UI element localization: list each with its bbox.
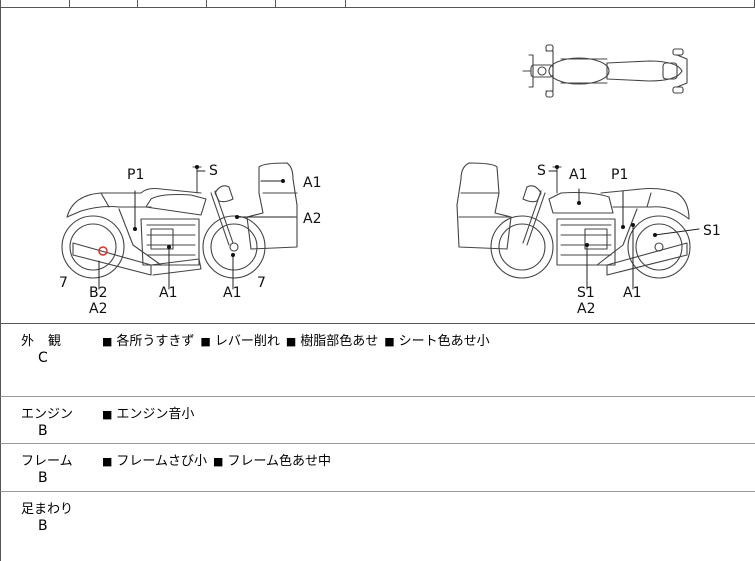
condition-note-item: ■エンジン音小: [102, 407, 194, 422]
right-side-motorcycle: [456, 162, 691, 279]
bullet-square-icon: ■: [285, 335, 297, 348]
condition-grade: B: [38, 423, 48, 439]
condition-category: フレーム: [21, 454, 73, 469]
bullet-square-icon: ■: [102, 455, 113, 468]
damage-marker: [98, 246, 108, 256]
condition-note-text: シート色あせ小: [398, 334, 490, 349]
bullet-square-icon: ■: [213, 455, 224, 468]
label-right-p1: P1: [611, 167, 628, 183]
condition-grade: C: [38, 350, 48, 366]
condition-row-suspension: 足まわり B: [0, 492, 755, 561]
condition-note-item: ■シート色あせ小: [384, 334, 489, 349]
left-side-motorcycle: [61, 162, 298, 279]
condition-note-text: レバー削れ: [214, 334, 280, 349]
label-left-b2: B2: [89, 285, 108, 301]
bullet-square-icon: ■: [384, 335, 395, 348]
label-right-a2: A2: [577, 301, 595, 317]
bullet-square-icon: ■: [102, 335, 113, 348]
condition-category: エンジン: [21, 407, 74, 422]
label-left-a1-engine: A1: [159, 285, 177, 301]
motorcycle-diagram-svg: P1 S A1 A2 7 B2 A2 A1 A1 7 S A1 P1 S1 S1…: [59, 44, 721, 317]
label-right-s1-engine: S1: [577, 285, 595, 301]
condition-row-exterior: 外観 C ■各所うすきず■レバー削れ■樹脂部色あせ■シート色あせ小: [0, 324, 755, 397]
condition-note-item: ■樹脂部色あせ: [286, 334, 378, 349]
condition-grade: B: [38, 470, 48, 486]
label-left-a1-front: A1: [223, 285, 241, 301]
damage-diagram: P1 S A1 A2 7 B2 A2 A1 A1 7 S A1 P1 S1 S1…: [0, 7, 755, 324]
bullet-square-icon: ■: [102, 408, 113, 421]
label-right-s1-rear: S1: [703, 223, 721, 239]
condition-note-item: ■各所うすきず: [102, 334, 194, 349]
condition-category: 外観: [21, 334, 62, 349]
label-right-a1-exhaust: A1: [623, 285, 641, 301]
condition-grade: B: [38, 518, 48, 534]
condition-row-engine: エンジン B ■エンジン音小: [0, 397, 755, 444]
condition-notes: ■各所うすきず■レバー削れ■樹脂部色あせ■シート色あせ小: [102, 330, 496, 349]
label-left-a2-bottom: A2: [89, 301, 107, 317]
condition-notes: ■エンジン音小: [102, 403, 200, 422]
label-left-s: S: [209, 163, 218, 179]
label-right-s: S: [537, 163, 546, 179]
condition-note-item: ■フレームさび小: [102, 454, 207, 469]
label-left-a1-top: A1: [303, 175, 321, 191]
top-view-motorcycle: [522, 44, 688, 98]
condition-notes: ■フレームさび小■フレーム色あせ中: [102, 450, 337, 469]
condition-note-text: フレームさび小: [116, 454, 208, 469]
condition-note-item: ■レバー削れ: [200, 334, 279, 349]
condition-row-frame: フレーム B ■フレームさび小■フレーム色あせ中: [0, 444, 755, 492]
condition-note-text: エンジン音小: [116, 407, 195, 422]
label-left-7b: 7: [257, 275, 266, 291]
label-left-7a: 7: [59, 275, 68, 291]
condition-note-text: 樹脂部色あせ: [300, 334, 379, 349]
bullet-square-icon: ■: [200, 335, 211, 348]
label-left-p1: P1: [127, 167, 144, 183]
condition-note-text: 各所うすきず: [116, 334, 195, 349]
label-left-a2: A2: [303, 211, 321, 227]
label-right-a1-top: A1: [569, 167, 587, 183]
condition-category: 足まわり: [21, 502, 74, 517]
condition-note-item: ■フレーム色あせ中: [213, 454, 331, 469]
condition-note-text: フレーム色あせ中: [227, 454, 332, 469]
